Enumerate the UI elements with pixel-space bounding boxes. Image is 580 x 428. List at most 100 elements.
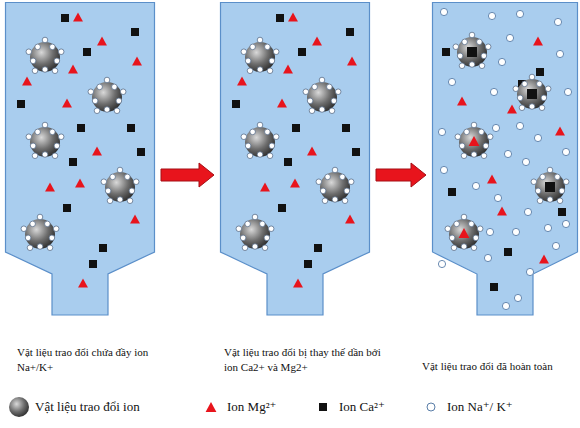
bound-ion [547, 167, 553, 173]
bound-ion [265, 129, 271, 135]
na-k-ion [514, 294, 521, 301]
bound-ion [129, 188, 135, 194]
na-k-ion [448, 78, 455, 85]
bound-ion [303, 89, 309, 95]
ion-exchange-bead [445, 214, 483, 250]
bound-ion [487, 134, 493, 140]
bead-sphere [240, 219, 270, 249]
bound-ion [105, 188, 111, 194]
na-k-ion [506, 34, 513, 41]
mg-ion [347, 57, 357, 66]
ca-ion [504, 248, 512, 256]
legend-label: Ion Ca²⁺ [339, 399, 385, 415]
bound-ion [114, 108, 120, 114]
bound-ion [340, 174, 346, 180]
na-k-ion [440, 8, 447, 15]
na-k-ion [512, 228, 519, 235]
bound-ion [335, 89, 341, 95]
bound-ion [455, 134, 461, 140]
bead-sphere [92, 82, 122, 112]
bound-ion [26, 134, 32, 140]
na-k-ion [502, 302, 509, 309]
bound-ion [342, 198, 348, 204]
legend-entry: Ion Na⁺/ K⁺ [420, 396, 513, 418]
mg-ion [293, 279, 303, 288]
bound-ion [133, 179, 139, 185]
bead-sphere [320, 172, 350, 202]
mg-ion [457, 97, 467, 106]
bound-ion [30, 58, 36, 64]
bound-ion [477, 39, 483, 45]
bound-ion [241, 134, 247, 140]
bound-ion [120, 89, 126, 95]
bound-ion [50, 44, 56, 50]
mg-ion [312, 37, 322, 46]
bound-ion [545, 86, 551, 92]
bound-ion [535, 188, 541, 194]
na-k-ion [564, 88, 571, 95]
mg-ion [555, 127, 565, 136]
na-k-ion [504, 150, 511, 157]
bound-ion [269, 143, 275, 149]
bound-ion [329, 108, 335, 114]
mg-ion [288, 13, 298, 22]
bound-mg-ion [469, 136, 480, 146]
bound-ion [473, 235, 479, 241]
bound-ion [483, 143, 489, 149]
bound-ion [45, 221, 51, 227]
na-k-ion [440, 166, 447, 173]
ca-ion [314, 244, 322, 252]
circle-symbol [427, 403, 435, 411]
bound-ion [461, 153, 467, 159]
mg-ion [97, 37, 107, 46]
bound-ion [125, 174, 131, 180]
na-k-ion [552, 242, 559, 249]
mg-ion [345, 215, 355, 224]
bound-ion [104, 77, 110, 83]
bound-ion [264, 235, 270, 241]
bound-ion [49, 235, 55, 241]
bound-ion [58, 49, 64, 55]
na-k-ion [498, 58, 505, 65]
ca-ion [298, 48, 306, 56]
na-k-ion [562, 220, 569, 227]
bound-ion [127, 198, 133, 204]
bead-sphere [30, 42, 60, 72]
bound-ion [25, 235, 31, 241]
ca-ion [490, 283, 498, 291]
column-vessel [5, 2, 155, 316]
na-k-ion [554, 18, 561, 25]
bound-ion [477, 226, 483, 232]
legend-entry: Ion Mg²⁺ [200, 396, 276, 418]
ca-ion [232, 100, 240, 108]
na-k-ion [526, 268, 533, 275]
ca-ion [127, 124, 135, 132]
caption-block: Vật liệu trao đổi chứa đầy ion Na+/K+ [17, 345, 167, 375]
ca-ion [77, 124, 85, 132]
bound-ion [245, 58, 251, 64]
bound-ion [519, 105, 525, 111]
bound-ion [325, 174, 331, 180]
mg-ion [283, 65, 293, 74]
bound-ion [327, 84, 333, 90]
mg-ion [277, 99, 287, 108]
mg-ion [45, 183, 55, 192]
bound-ion [245, 221, 251, 227]
mg-ion [73, 13, 83, 22]
bound-ion [459, 63, 465, 69]
na-k-ion [486, 228, 493, 235]
ion-exchange-bead [241, 37, 279, 73]
bound-ca-ion [545, 182, 555, 192]
bound-ion [88, 89, 94, 95]
ion-exchange-bead [21, 214, 59, 250]
mg-ion [132, 57, 142, 66]
mg-ion [22, 77, 32, 86]
ca-ion [278, 204, 286, 212]
na-k-ion [524, 208, 531, 215]
bound-ion [348, 179, 354, 185]
ca-ion [304, 260, 312, 268]
na-k-ion [488, 12, 495, 19]
process-arrow [161, 163, 214, 187]
mg-ion [533, 37, 543, 46]
na-k-ion [544, 224, 551, 231]
